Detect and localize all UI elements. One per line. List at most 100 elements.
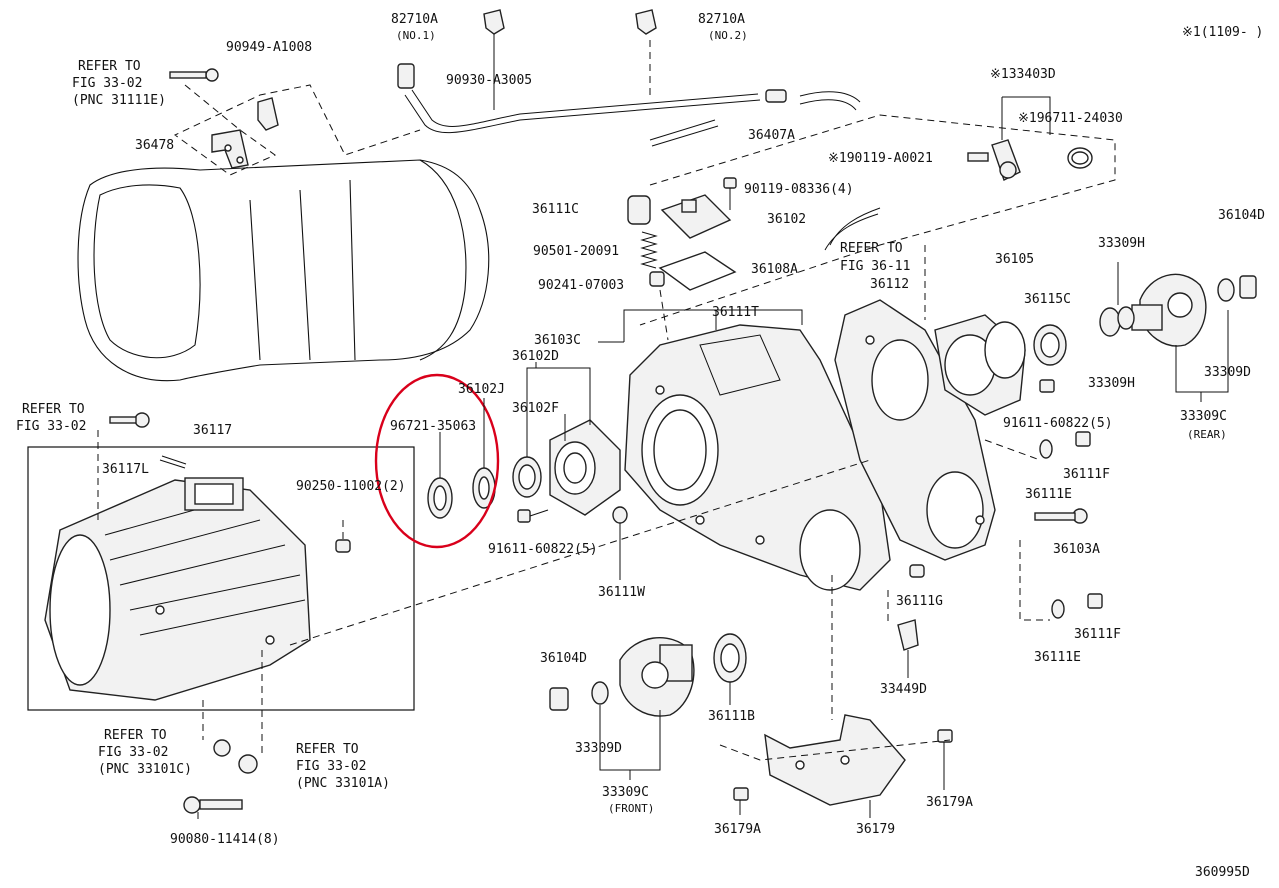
label-36105: 36105 — [995, 252, 1034, 267]
sensor-33449D — [897, 619, 919, 651]
label-36179A-right: 36179A — [926, 795, 973, 810]
label-36117L: 36117L — [102, 462, 149, 477]
seal-36102D — [512, 456, 542, 498]
bolt-36179A-right — [937, 729, 953, 743]
label-82710A-no2-sub: (NO.2) — [708, 29, 748, 42]
label-90250: 90250-11002(2) — [296, 479, 406, 494]
bolt-top-left — [169, 68, 219, 82]
label-36102F: 36102F — [512, 401, 559, 416]
bolt-36103A — [1034, 508, 1088, 524]
bolt-190119 — [967, 152, 989, 162]
label-36179A-left: 36179A — [714, 822, 761, 837]
seal-36115C — [1033, 324, 1067, 366]
label-90949: 90949-A1008 — [226, 40, 312, 55]
label-36111W: 36111W — [598, 585, 645, 600]
label-91611-mid: 91611-60822(5) — [488, 542, 598, 557]
plug-36111C — [627, 195, 651, 225]
plug-33101C — [213, 739, 231, 757]
refer-bl1-3: (PNC 33101C) — [98, 762, 192, 777]
label-36478: 36478 — [135, 138, 174, 153]
bolt-36111F-a — [1075, 431, 1091, 447]
highlight-ring-96721 — [374, 373, 500, 549]
refer-bl2-3: (PNC 33101A) — [296, 776, 390, 791]
bolt-36179A-left — [733, 787, 749, 801]
bolt-left-refer — [109, 412, 150, 428]
label-96721: 96721-35063 — [390, 419, 476, 434]
label-90501: 90501-20091 — [533, 244, 619, 259]
gasket-36108A — [658, 251, 737, 291]
label-33449D: 33449D — [880, 682, 927, 697]
pin-36111G — [909, 564, 925, 578]
label-36103C: 36103C — [534, 333, 581, 348]
label-33309H-top: 33309H — [1098, 236, 1145, 251]
label-36108A: 36108A — [751, 262, 798, 277]
note-serial: ※1(1109- ) — [1182, 25, 1263, 40]
transmission-outline — [77, 159, 490, 382]
spring-90501 — [640, 231, 658, 269]
bolt-36111F-b — [1087, 593, 1103, 609]
label-33309C-rear: 33309C — [1180, 409, 1227, 424]
label-36111T: 36111T — [712, 305, 759, 320]
label-91611-right: 91611-60822(5) — [1003, 416, 1113, 431]
refer-bl1-2: FIG 33-02 — [98, 745, 168, 760]
rear-housing-36112 — [834, 299, 996, 561]
washer-36111E-a — [1039, 439, 1053, 459]
rear-flange-33309C — [1131, 273, 1207, 347]
refer-36-11-2: FIG 36-11 — [840, 259, 910, 274]
refer-top-left-2: FIG 33-02 — [72, 76, 142, 91]
adapter-case-36117 — [44, 477, 311, 701]
retainer-36102F — [549, 419, 621, 516]
bolt-91611-mid — [517, 509, 549, 523]
label-33309D-front: 33309D — [575, 741, 622, 756]
label-190119: ※190119-A0021 — [828, 151, 933, 166]
label-36111E-b: 36111E — [1034, 650, 1081, 665]
washer-33309D-front — [591, 681, 609, 705]
label-90241: 90241-07003 — [538, 278, 624, 293]
dowel-90250 — [335, 539, 351, 553]
label-33309H-bottom: 33309H — [1088, 376, 1135, 391]
bolt-91611-right — [1039, 379, 1055, 393]
refer-36-11-1: REFER TO — [840, 241, 903, 256]
refer-bl2-2: FIG 33-02 — [296, 759, 366, 774]
bolt-90119 — [723, 177, 737, 210]
nut-36104D-rear — [1239, 275, 1257, 299]
skid-plate-36179 — [764, 714, 906, 806]
label-36115C: 36115C — [1024, 292, 1071, 307]
bushing-36111W — [612, 506, 628, 524]
clamp-90949 — [257, 97, 279, 131]
label-36112: 36112 — [870, 277, 909, 292]
o-ring-196711 — [1067, 147, 1093, 169]
label-36111F-a: 36111F — [1063, 467, 1110, 482]
extension-36105 — [934, 314, 1026, 416]
label-36111G: 36111G — [896, 594, 943, 609]
refer-bl1-1: REFER TO — [104, 728, 167, 743]
label-36102: 36102 — [767, 212, 806, 227]
refer-bl2-1: REFER TO — [296, 742, 359, 757]
oil-seal-96721 — [427, 477, 453, 519]
label-196711: ※196711-24030 — [1018, 111, 1123, 126]
label-36407A: 36407A — [748, 128, 795, 143]
adapter-case-group-box — [27, 446, 415, 711]
sensor-133403D — [991, 139, 1021, 181]
label-82710A-no2: 82710A — [698, 12, 745, 27]
ball-90241 — [649, 271, 665, 287]
front-flange-33309C — [619, 636, 695, 717]
label-36102J: 36102J — [458, 382, 505, 397]
bracket-36478 — [211, 129, 249, 169]
label-33309D-rear: 33309D — [1204, 365, 1251, 380]
labels: ※1(1109- ) 360995D 82710A (NO.1) 82710A … — [16, 12, 1265, 880]
label-36104D-front: 36104D — [540, 651, 587, 666]
label-36111B: 36111B — [708, 709, 755, 724]
label-33309C-rear-sub: (REAR) — [1187, 428, 1227, 441]
nut-36104D-front — [549, 687, 569, 711]
washer-36111E-b — [1051, 599, 1065, 619]
figure-id: 360995D — [1195, 865, 1250, 880]
refer-top-left-1: REFER TO — [78, 59, 141, 74]
seal-36111B — [713, 633, 747, 683]
washer-33309D-rear — [1217, 278, 1235, 302]
seal-33309H — [1099, 306, 1135, 337]
label-36111F-b: 36111F — [1074, 627, 1121, 642]
refer-left-1: REFER TO — [22, 402, 85, 417]
